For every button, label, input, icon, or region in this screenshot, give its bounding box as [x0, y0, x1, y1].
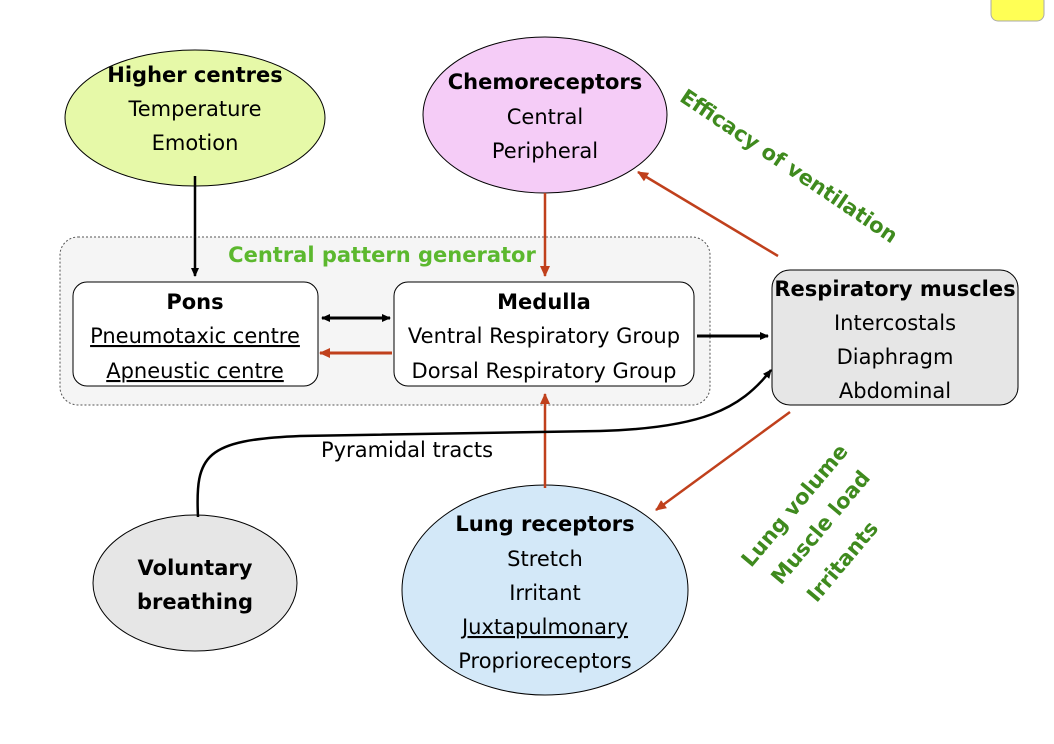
voluntary-breathing-node: Voluntary breathing	[92, 514, 298, 652]
chemo-item: Central	[507, 105, 583, 129]
medulla-title: Medulla	[497, 290, 591, 314]
higher-item: Temperature	[127, 97, 261, 121]
lung-item: Stretch	[507, 547, 583, 571]
muscles-title: Respiratory muscles	[774, 277, 1015, 301]
higher-centres-node: Higher centres Temperature Emotion	[64, 49, 326, 187]
medulla-node: Medulla Ventral Respiratory Group Dorsal…	[393, 281, 695, 387]
voluntary-title: breathing	[137, 590, 253, 614]
sticky-note	[990, 0, 1045, 22]
muscles-item: Intercostals	[834, 311, 956, 335]
chemo-title: Chemoreceptors	[448, 70, 643, 94]
pons-item: Pneumotaxic centre	[90, 324, 300, 348]
medulla-item: Dorsal Respiratory Group	[412, 359, 677, 383]
muscles-item: Diaphragm	[837, 345, 954, 369]
chemoreceptors-node: Chemoreceptors Central Peripheral	[422, 36, 668, 194]
arrow-muscles-to-lung	[655, 410, 791, 512]
lung-item: Juxtapulmonary	[460, 615, 628, 639]
lung-title: Lung receptors	[455, 512, 634, 536]
efficacy-label: Efficacy of ventilation	[676, 84, 902, 248]
pons-item: Apneustic centre	[106, 359, 284, 383]
lung-item: Irritant	[509, 581, 581, 605]
lung-receptors-node: Lung receptors Stretch Irritant Juxtapul…	[401, 484, 689, 696]
muscles-item: Abdominal	[839, 379, 951, 403]
arrow-pyramidal-tracts	[196, 369, 772, 518]
pyramidal-label: Pyramidal tracts	[321, 438, 493, 462]
chemo-item: Peripheral	[492, 139, 598, 163]
pons-node: Pons Pneumotaxic centre Apneustic centre	[72, 281, 319, 387]
respiratory-muscles-node: Respiratory muscles Intercostals Diaphra…	[771, 269, 1019, 406]
voluntary-title: Voluntary	[138, 556, 253, 580]
cpg-label: Central pattern generator	[228, 243, 536, 267]
lung-item: Proprioreceptors	[458, 649, 632, 673]
arrow-muscles-to-chemo	[637, 170, 779, 258]
medulla-item: Ventral Respiratory Group	[408, 324, 680, 348]
higher-item: Emotion	[152, 131, 239, 155]
higher-title: Higher centres	[107, 63, 282, 87]
pons-title: Pons	[166, 290, 223, 314]
